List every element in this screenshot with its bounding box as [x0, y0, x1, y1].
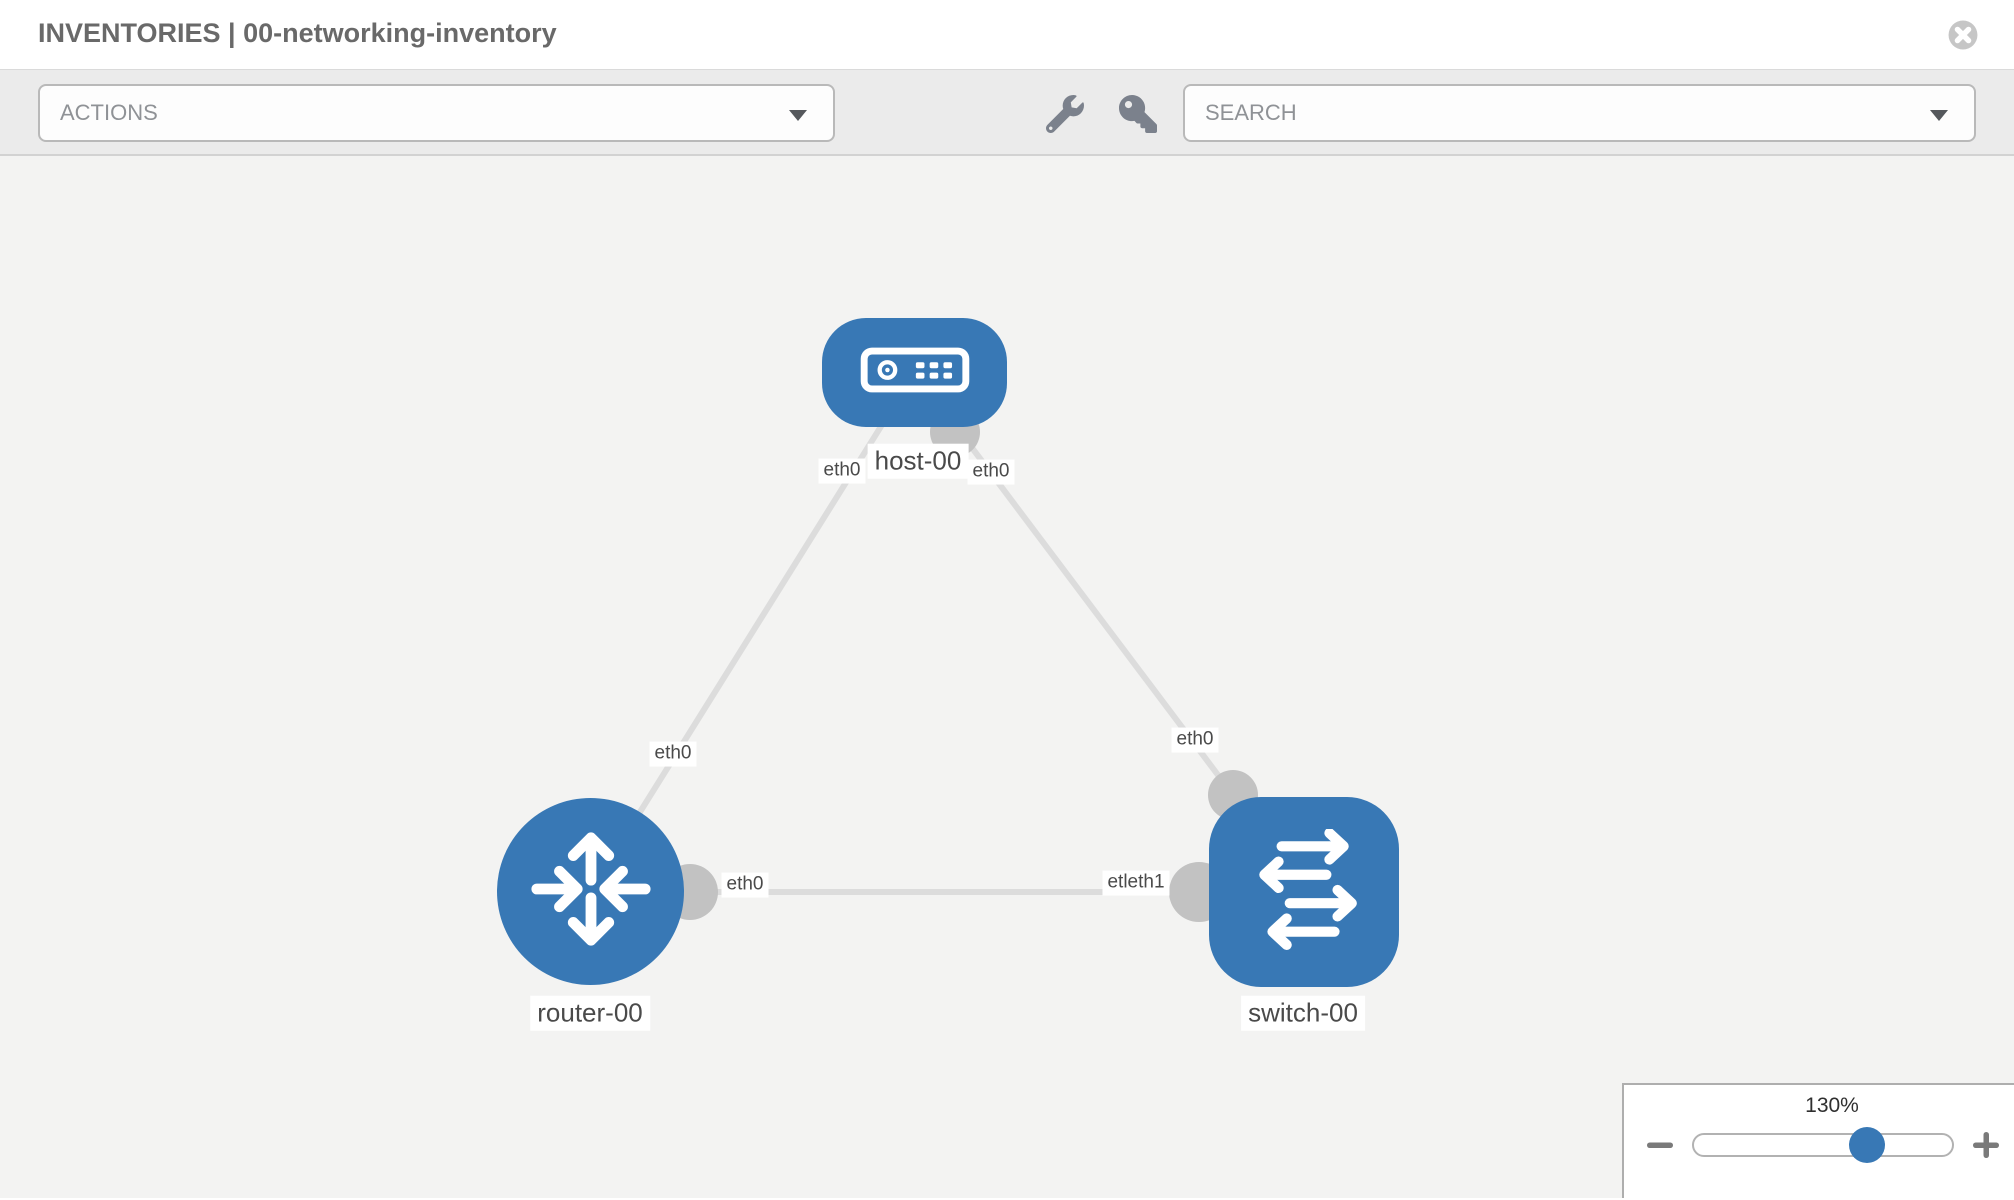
zoom-in-button[interactable] [1972, 1131, 2000, 1159]
node-switch-00[interactable] [1209, 797, 1399, 987]
caret-down-icon [789, 110, 807, 121]
interface-label: etleth1 [1102, 870, 1170, 896]
toolbar: ACTIONS SEARCH [0, 70, 2014, 156]
zoom-level: 130% [1805, 1094, 1859, 1117]
actions-dropdown[interactable]: ACTIONS [38, 84, 835, 142]
zoom-slider-thumb[interactable] [1849, 1127, 1885, 1163]
header: INVENTORIES | 00-networking-inventory [0, 0, 2014, 70]
search-dropdown-label: SEARCH [1205, 100, 1297, 125]
interface-label: eth0 [818, 458, 866, 484]
interface-label: eth0 [967, 459, 1015, 485]
node-label-router: router-00 [530, 995, 650, 1031]
search-dropdown[interactable]: SEARCH [1183, 84, 1976, 142]
topology-links-layer [587, 370, 1258, 922]
router-icon [527, 825, 655, 958]
key-icon[interactable] [1119, 95, 1157, 133]
actions-dropdown-label: ACTIONS [60, 100, 158, 125]
switch-icon [1243, 827, 1365, 956]
zoom-out-button[interactable] [1646, 1131, 1674, 1159]
interface-label: eth0 [721, 872, 769, 898]
wrench-icon[interactable] [1045, 95, 1084, 134]
page-title: INVENTORIES | 00-networking-inventory [38, 18, 557, 48]
close-icon[interactable] [1946, 18, 1980, 52]
zoom-panel: 130% [1622, 1083, 2014, 1198]
host-icon [859, 342, 971, 403]
node-router-00[interactable] [497, 798, 684, 985]
interface-label: eth0 [649, 741, 697, 767]
interface-label: eth0 [1171, 727, 1219, 753]
node-label-host: host-00 [867, 443, 969, 479]
topology-canvas[interactable]: host-00 router-00 switch-00 eth0 eth0 et… [0, 156, 2014, 1198]
caret-down-icon [1930, 110, 1948, 121]
node-label-switch: switch-00 [1241, 995, 1365, 1031]
zoom-slider[interactable] [1692, 1127, 1954, 1163]
node-host-00[interactable] [822, 318, 1007, 427]
